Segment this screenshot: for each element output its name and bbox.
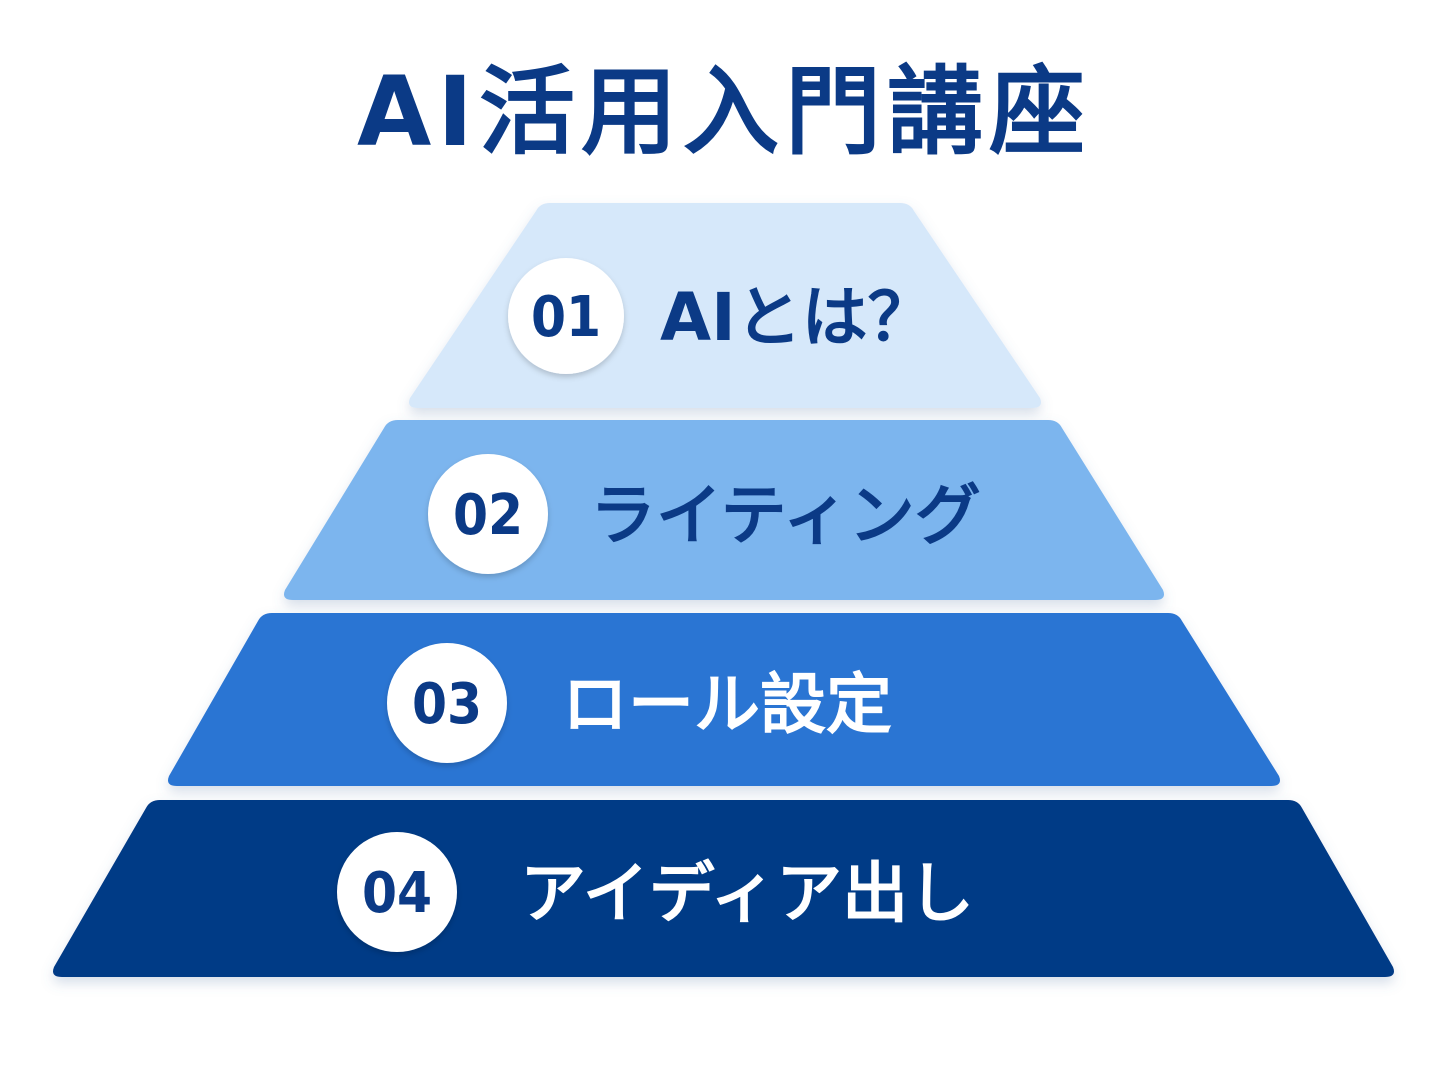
level-number: 02	[453, 483, 523, 548]
level-label: ロール設定	[562, 666, 892, 743]
level-label: AIとは？	[660, 279, 934, 356]
level-number: 01	[531, 285, 601, 350]
page-title: AI活用入門講座	[356, 56, 1091, 168]
level-number-badge	[337, 832, 457, 952]
pyramid-level-04: 04 アイディア出し	[53, 800, 1394, 977]
pyramid-level-02: 02 ライティング	[284, 420, 1164, 600]
level-number-badge	[428, 454, 548, 574]
pyramid-level-03: 03 ロール設定	[168, 613, 1280, 786]
pyramid-level-01: 01 AIとは？	[409, 203, 1041, 408]
level-label: ライティング	[590, 477, 981, 554]
level-number: 03	[412, 672, 482, 737]
level-number-badge	[387, 643, 507, 763]
level-number-badge	[508, 258, 624, 374]
level-number: 04	[362, 861, 432, 926]
level-label: アイディア出し	[520, 855, 974, 932]
